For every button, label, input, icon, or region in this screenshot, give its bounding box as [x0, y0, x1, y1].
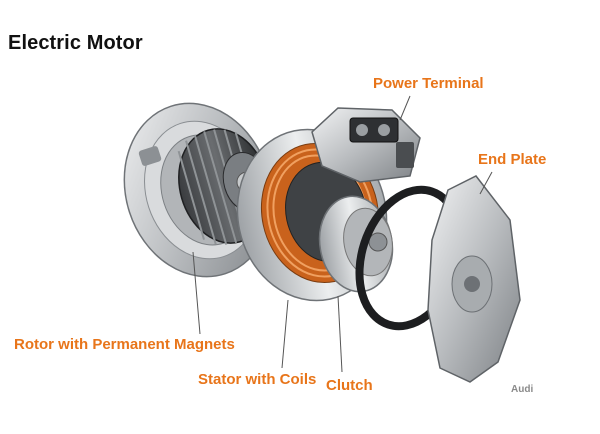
leader-stator: [281, 299, 289, 369]
end-plate: [427, 175, 521, 383]
brand-logo-text: Audi: [511, 384, 534, 395]
leader-rotor: [192, 251, 201, 335]
leader-lines: [192, 95, 493, 373]
label-power-terminal: Power Terminal: [373, 75, 484, 92]
label-stator: Stator with Coils: [198, 371, 317, 388]
page-title: Electric Motor: [8, 32, 143, 54]
label-clutch: Clutch: [326, 377, 373, 394]
leader-clutch: [337, 295, 343, 373]
leader-end-plate: [479, 171, 493, 195]
leader-power-terminal: [399, 95, 411, 121]
label-rotor: Rotor with Permanent Magnets: [14, 336, 235, 353]
label-end-plate: End Plate: [478, 151, 547, 168]
power-terminal-block: [311, 107, 421, 183]
